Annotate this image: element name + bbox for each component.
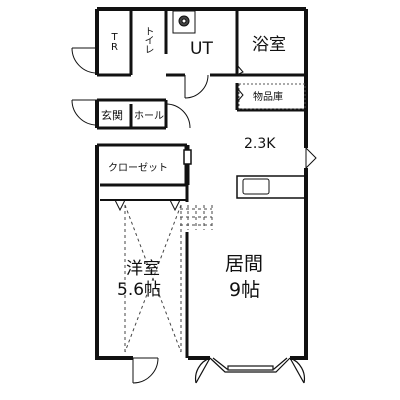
- storage-room-border: [238, 83, 306, 110]
- doors: [71, 47, 317, 384]
- entrance-door-swing: [71, 99, 98, 126]
- closet-details: [100, 145, 192, 212]
- room-label-entrance: 玄関: [101, 109, 123, 122]
- kitchen-sink: [242, 178, 270, 195]
- room-label-bathroom: 浴室: [252, 35, 286, 55]
- room-label-western-name: 洋室: [126, 259, 160, 279]
- hall-door-swing: [165, 103, 191, 129]
- room-label-storage: 物品庫: [253, 92, 283, 103]
- room-label-closet: クローゼット: [108, 163, 168, 174]
- room-label-hall: ホール: [134, 111, 164, 122]
- dashed-lines: [124, 204, 213, 353]
- kitchen-counter: [236, 175, 307, 199]
- room-label-kitchen: 2.3K: [244, 136, 276, 152]
- room-label-ut: UT: [190, 39, 213, 59]
- storage-door-mark: [236, 86, 244, 104]
- tr-door-swing: [71, 47, 98, 74]
- room-label-tr: TR: [109, 32, 120, 52]
- bay-window: [194, 357, 306, 384]
- outer-wall-south-left: [95, 145, 133, 360]
- ut-window-mark: [236, 63, 244, 76]
- room-label-western-size: 5.6帖: [117, 280, 162, 300]
- fixtures: [172, 10, 307, 199]
- ut-door-swing: [184, 74, 209, 99]
- interior-walls: [97, 9, 306, 358]
- room-label-living-name: 居間: [225, 253, 264, 275]
- outer-wall-east-bottom: [290, 340, 308, 360]
- western-door-swing: [132, 357, 159, 384]
- east-window-mark: [305, 146, 317, 170]
- washer-pan: [172, 10, 196, 34]
- room-label-living-size: 9帖: [229, 279, 261, 301]
- room-label-toilet: トイレ: [142, 26, 153, 53]
